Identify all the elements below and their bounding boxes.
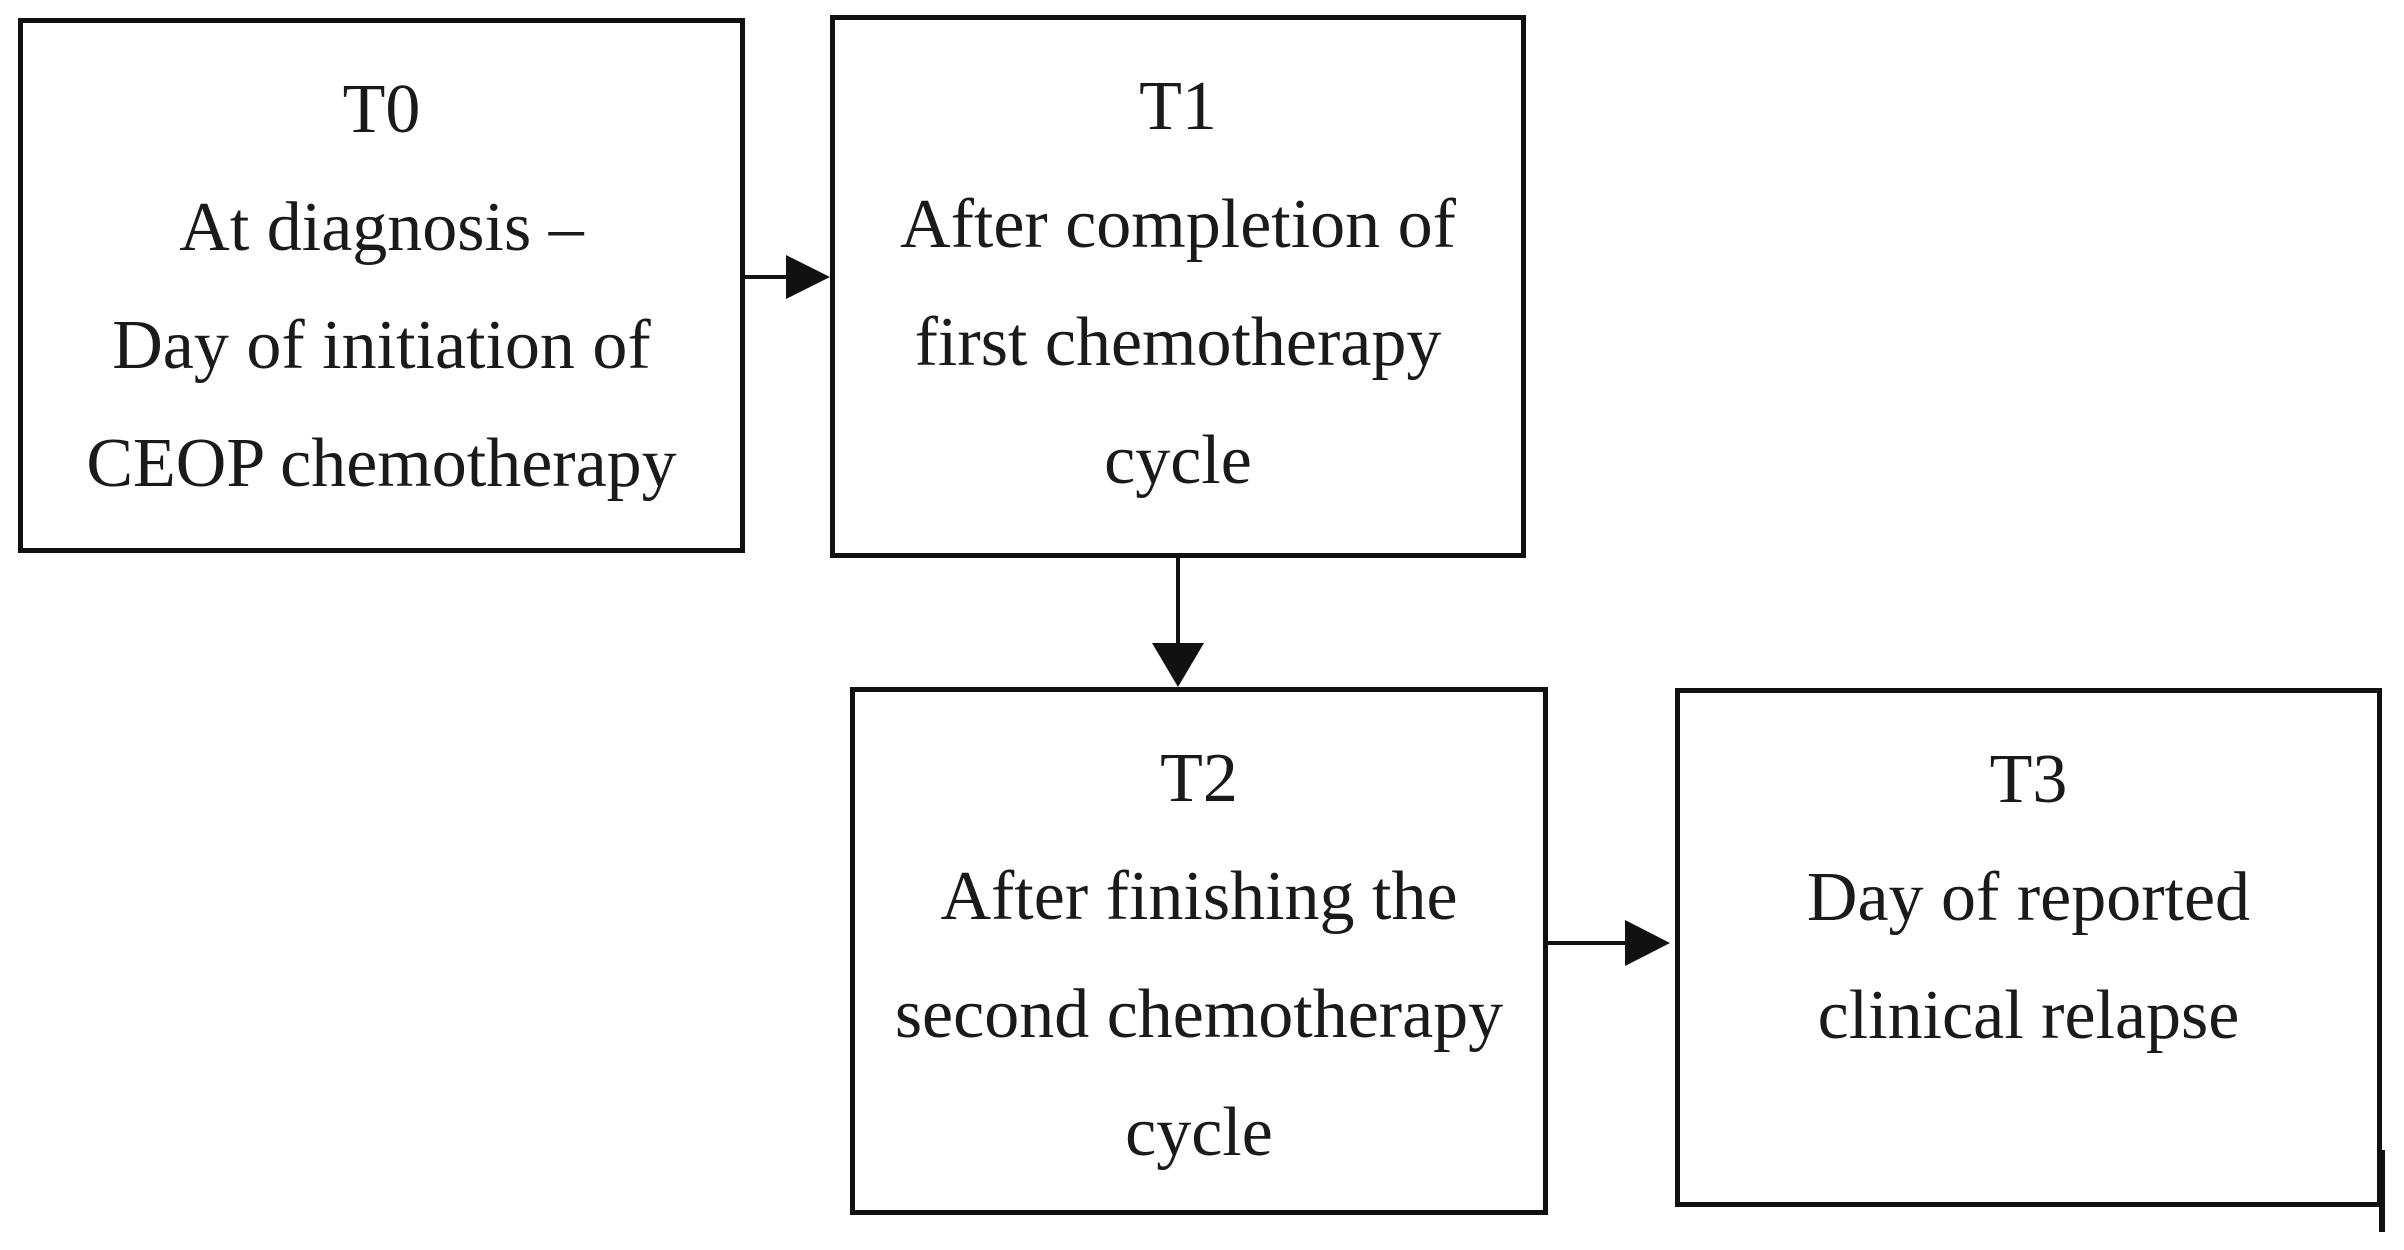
arrow-down-icon (1152, 643, 1204, 687)
box-t0-diagnosis: T0 At diagnosis – Day of initiation of C… (18, 18, 745, 553)
box-t3-relapse: T3 Day of reported clinical relapse (1675, 688, 2382, 1207)
box-t2-line-1: After finishing the (940, 858, 1458, 935)
box-t1-line-1: After completion of (900, 186, 1456, 263)
box-t1-line-2: first chemotherapy (914, 304, 1442, 381)
box-t2-second-cycle: T2 After finishing the second chemothera… (850, 687, 1548, 1215)
box-t0-line-2: Day of initiation of (112, 307, 651, 384)
border-artifact-tick (2379, 1150, 2385, 1232)
box-t1-title: T1 (1139, 68, 1217, 145)
box-t0-line-3: CEOP chemotherapy (86, 425, 677, 502)
box-t0-line-1: At diagnosis – (179, 189, 584, 266)
arrow-right-icon (786, 255, 830, 299)
arrow-t2-t3-line (1547, 941, 1627, 945)
box-t2-title: T2 (1160, 740, 1238, 817)
box-t3-line-1: Day of reported (1806, 859, 2251, 936)
arrow-t1-t2-line (1176, 558, 1180, 646)
box-t1-line-3: cycle (1104, 422, 1252, 499)
box-t0-title: T0 (342, 71, 421, 148)
box-t1-first-cycle: T1 After completion of first chemotherap… (830, 15, 1526, 558)
arrow-t0-t1-line (744, 275, 790, 279)
arrow-right-icon (1625, 920, 1670, 966)
box-t2-line-2: second chemotherapy (894, 976, 1504, 1053)
box-t3-title: T3 (1989, 741, 2068, 818)
box-t2-line-3: cycle (1125, 1094, 1273, 1171)
box-t3-line-2: clinical relapse (1817, 977, 2240, 1054)
